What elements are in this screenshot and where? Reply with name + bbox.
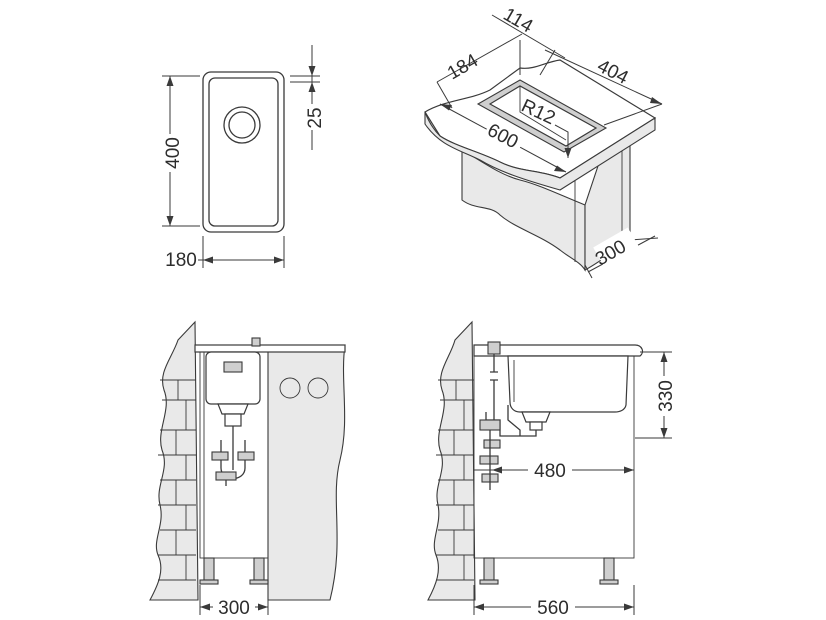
sink-outer-rim	[202, 71, 285, 233]
overflow-fitting-right-icon	[487, 341, 501, 355]
dim-400: 400	[160, 75, 200, 227]
dim-114-label: 114	[500, 4, 537, 38]
iso-sink-bowl	[488, 85, 598, 147]
dim-480: 480	[474, 458, 634, 482]
countertop-right	[473, 344, 644, 357]
dim-300-side-label: 300	[218, 598, 250, 619]
sink-bowl-right	[507, 355, 629, 413]
trap-part-1	[479, 419, 501, 431]
leg-right-1	[483, 557, 495, 581]
dim-25: 25	[290, 45, 326, 150]
iso-cabinet-side	[461, 149, 586, 272]
dim-184-label: 184	[444, 50, 482, 84]
side-view-right: 330 480 560	[427, 320, 677, 619]
dim-180-label: 180	[165, 250, 197, 271]
drain-outer-icon	[223, 106, 261, 144]
dim-180: 180	[160, 236, 285, 271]
drain-trap-left	[217, 403, 249, 415]
dim-300-side: 300	[199, 585, 269, 619]
overflow-fitting-icon	[251, 337, 261, 347]
tap-hole-2-icon	[307, 377, 329, 399]
drain-right	[521, 411, 551, 423]
dim-560-label: 560	[537, 598, 569, 619]
cabinet-side-panel	[267, 344, 346, 601]
tap-hole-1-icon	[279, 377, 301, 399]
leg-left-1	[203, 557, 215, 581]
dim-330-label: 330	[656, 380, 677, 412]
countertop-left	[194, 344, 346, 353]
dim-330: 330	[635, 351, 677, 439]
sink-bowl-left	[205, 351, 261, 405]
side-view-left: 300	[149, 320, 346, 619]
isometric-view: 114 184 404 R12 600	[424, 4, 663, 279]
dim-560: 560	[473, 585, 635, 619]
iso-countertop-edge	[424, 111, 656, 191]
brick-wall-left	[149, 320, 199, 601]
plan-view: 400 25 180	[160, 45, 326, 271]
dim-480-label: 480	[534, 461, 566, 482]
sink-inner-rim	[208, 77, 279, 227]
leg-left-2	[253, 557, 265, 581]
brick-wall-right	[427, 320, 476, 601]
dim-25-label: 25	[305, 107, 326, 128]
dim-400-label: 400	[163, 137, 184, 169]
drain-inner-icon	[228, 111, 256, 139]
sink-label-icon	[223, 361, 243, 373]
leg-right-2	[603, 557, 615, 581]
